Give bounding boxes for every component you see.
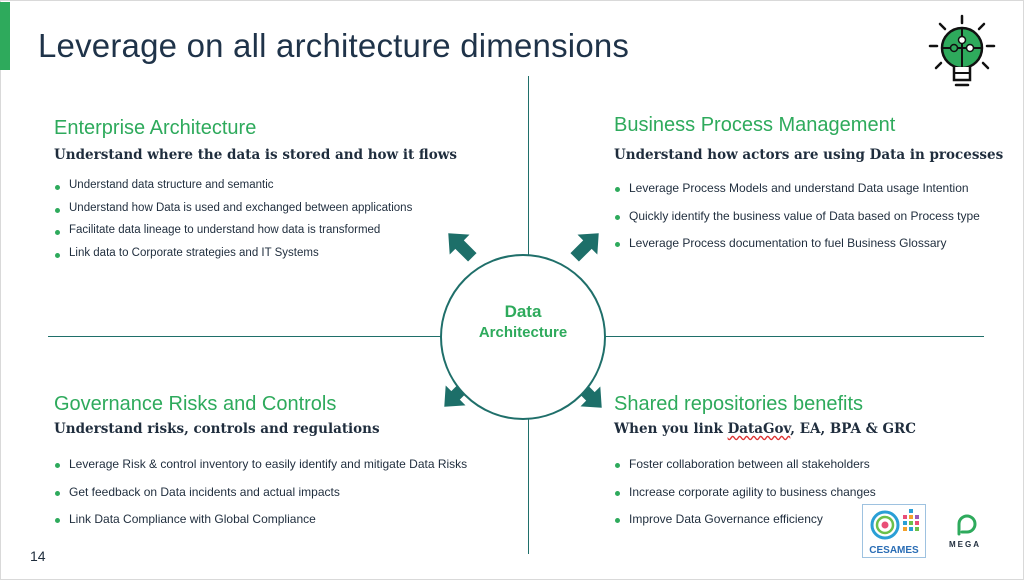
lightbulb-puzzle-icon [928, 14, 996, 87]
list-item: Leverage Process documentation to fuel B… [614, 236, 980, 264]
list-item: Understand how Data is used and exchange… [54, 202, 412, 225]
list-item: Understand data structure and semantic [54, 179, 412, 202]
shared-repos-subheading: When you link DataGov, EA, BPA & GRC [614, 421, 916, 437]
grc-subheading: Understand risks, controls and regulatio… [54, 421, 380, 437]
list-item: Leverage Risk & control inventory to eas… [54, 457, 467, 485]
mega-emblem-icon [957, 514, 977, 536]
datagov-text: DataGov [727, 421, 791, 437]
bpm-subheading: Understand how actors are using Data in … [614, 147, 1004, 163]
list-item: Link Data Compliance with Global Complia… [54, 512, 467, 540]
center-label-line1: Data [504, 302, 542, 321]
list-item: Foster collaboration between all stakeho… [614, 457, 876, 485]
ea-bullet-list: Understand data structure and semantic U… [54, 179, 412, 269]
bpm-heading: Business Process Management [614, 114, 896, 136]
shared-repos-heading: Shared repositories benefits [614, 393, 864, 415]
cesames-emblem-icon [870, 509, 919, 540]
mega-logo: MEGA [940, 508, 990, 558]
list-item: Increase corporate agility to business c… [614, 485, 876, 513]
grc-heading: Governance Risks and Controls [54, 393, 337, 415]
bpm-bullet-list: Leverage Process Models and understand D… [614, 181, 980, 264]
center-label-line2: Architecture [478, 324, 568, 341]
ea-subheading: Understand where the data is stored and … [54, 147, 457, 163]
mega-text: MEGA [949, 540, 981, 549]
list-item: Get feedback on Data incidents and actua… [54, 485, 467, 513]
cesames-text: CESAMES [869, 545, 919, 556]
list-item: Quickly identify the business value of D… [614, 209, 980, 237]
accent-bar [0, 2, 10, 70]
slide-title: Leverage on all architecture dimensions [38, 27, 630, 64]
arrow-up-right-icon [570, 233, 599, 262]
arrow-up-left-icon [448, 233, 477, 262]
list-item: Improve Data Governance efficiency [614, 512, 876, 540]
list-item: Link data to Corporate strategies and IT… [54, 247, 412, 270]
shared-repos-bullet-list: Foster collaboration between all stakeho… [614, 457, 876, 540]
list-item: Facilitate data lineage to understand ho… [54, 224, 412, 247]
cesames-logo: CESAMES [862, 504, 926, 558]
grc-bullet-list: Leverage Risk & control inventory to eas… [54, 457, 467, 540]
ea-heading: Enterprise Architecture [54, 117, 257, 139]
page-number: 14 [30, 548, 46, 564]
data-architecture-circle: Data Architecture [440, 254, 606, 420]
list-item: Leverage Process Models and understand D… [614, 181, 980, 209]
